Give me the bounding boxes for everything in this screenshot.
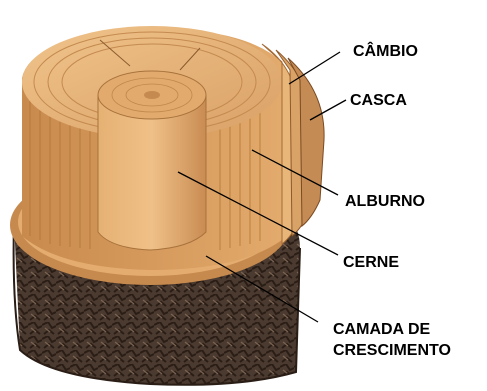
label-casca: CASCA: [350, 91, 407, 110]
heartwood-cylinder: [98, 71, 206, 250]
label-cambio: CÂMBIO: [353, 42, 418, 61]
label-camada-line1: CAMADA DE: [333, 320, 430, 339]
label-camada-line2: CRESCIMENTO: [333, 341, 451, 360]
label-cerne: CERNE: [343, 253, 399, 272]
label-alburno: ALBURNO: [345, 192, 425, 211]
